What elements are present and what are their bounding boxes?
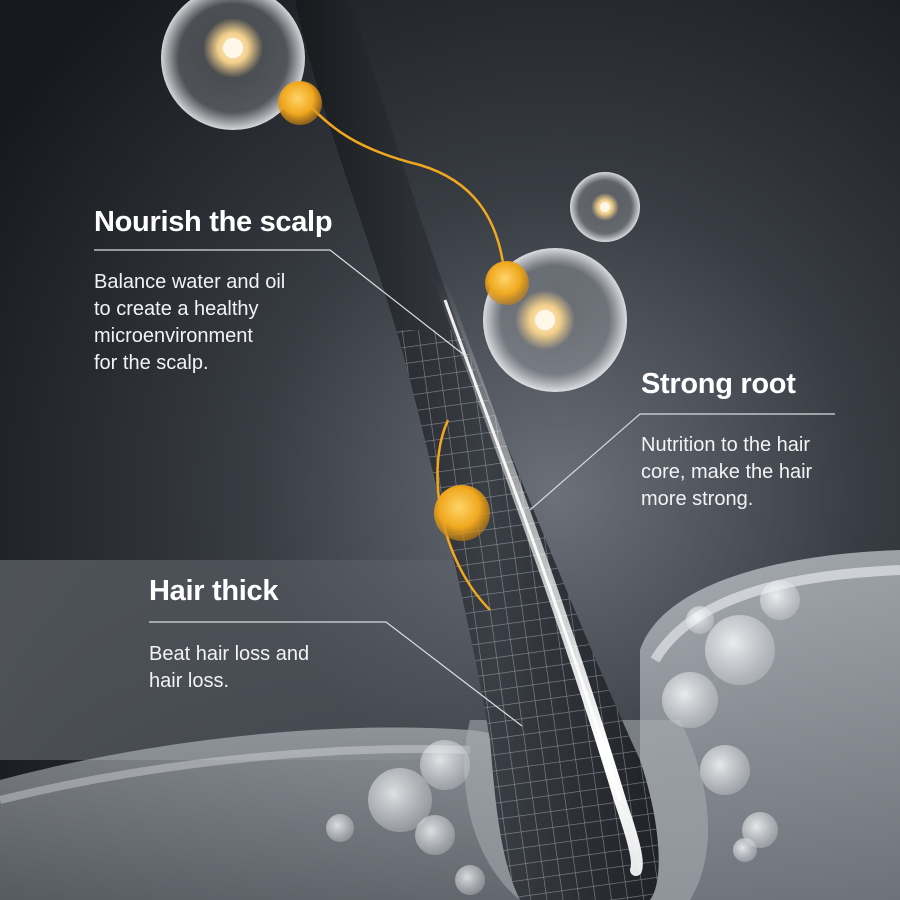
callout-description: Balance water and oil to create a health… <box>94 269 332 377</box>
callout-line: microenvironment <box>94 325 253 347</box>
nutrient-bubble-icon <box>161 0 305 130</box>
callout-line: Beat hair loss and <box>149 643 310 665</box>
callout-hair-thick: Hair thick Beat hair loss and hair loss. <box>149 574 309 695</box>
gold-droplet-icon <box>434 485 490 541</box>
callout-title: Strong root <box>641 368 796 400</box>
callout-description: Nutrition to the hair core, make the hai… <box>641 432 812 513</box>
leader-lines <box>94 249 835 727</box>
nutrient-bubble-icon <box>570 172 640 242</box>
leader-line-thick <box>149 621 523 727</box>
callout-line: Nutrition to the hair <box>641 434 810 456</box>
callout-line: to create a healthy <box>94 298 259 320</box>
gold-droplet-icon <box>485 261 529 305</box>
callout-line: for the scalp. <box>94 352 209 374</box>
foam-bubble-icon <box>326 740 485 895</box>
leader-line-nourish <box>94 249 469 359</box>
callout-title: Hair thick <box>149 575 279 607</box>
callout-nourish-scalp: Nourish the scalp Balance water and oil … <box>94 205 333 377</box>
gold-droplet-icon <box>278 81 322 125</box>
callout-strong-root: Strong root Nutrition to the hair core, … <box>641 367 812 513</box>
callout-line: Balance water and oil <box>94 271 286 293</box>
callout-description: Beat hair loss and hair loss. <box>149 641 309 695</box>
gold-line <box>299 94 507 281</box>
callout-title: Nourish the scalp <box>94 206 333 238</box>
leader-line-strong <box>529 413 835 511</box>
callout-line: more strong. <box>641 488 754 510</box>
callout-line: core, make the hair <box>641 461 813 483</box>
callout-line: hair loss. <box>149 670 230 692</box>
foam-bubble-icon <box>662 580 800 862</box>
